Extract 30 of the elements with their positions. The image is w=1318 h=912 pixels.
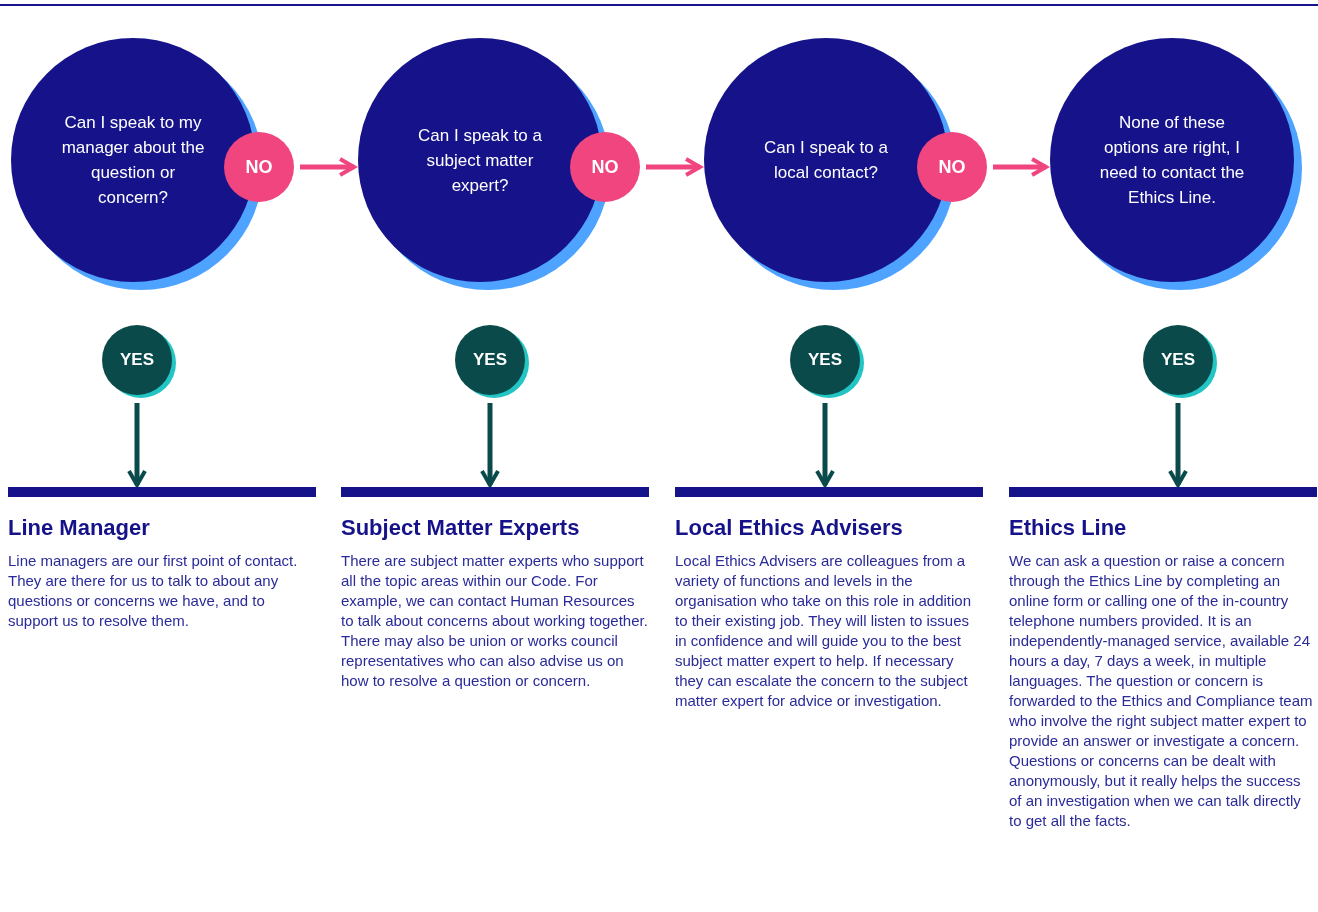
- badge-label: YES: [808, 350, 842, 370]
- info-column: [1009, 487, 1317, 831]
- column-heading: Line Manager: [8, 515, 151, 541]
- body-text: Local Ethics Advisers are colleagues from a variety of functions and levels in the organisation who take on this role in addition to their existing job. They will listen to issues in confidence and will guide you to the best subject matter expert to help. If necessary they can escalate the concern to the subject matter expert for advice or investigation.: [675, 551, 973, 711]
- question-text: Can I speak to a local contact?: [763, 137, 889, 184]
- badge-label: NO: [591, 156, 619, 178]
- arrow: [815, 403, 835, 487]
- badge-label: NO: [245, 156, 273, 178]
- question-text: None of these options are right, I need to contact the Ethics Line.: [1098, 112, 1246, 209]
- arrow: [300, 157, 357, 177]
- info-column: [675, 487, 983, 711]
- question-text: Can I speak to a subject matter expert?: [417, 124, 543, 197]
- badge-label: YES: [120, 350, 154, 370]
- badge-label: YES: [1161, 350, 1195, 370]
- badge-label: YES: [473, 350, 507, 370]
- question-text: Can I speak to my manager about the question or concern?: [60, 112, 206, 209]
- info-column: [341, 487, 649, 691]
- info-column: [8, 487, 316, 631]
- arrow: [1168, 403, 1188, 487]
- arrow: [127, 403, 147, 487]
- arrow: [993, 157, 1049, 177]
- badge-label: NO: [938, 156, 966, 178]
- arrow: [480, 403, 500, 487]
- column-heading: Ethics Line: [1009, 515, 1128, 541]
- column-heading: Subject Matter Experts: [341, 515, 581, 541]
- arrow: [646, 157, 703, 177]
- body-text: Line managers are our first point of contact. They are there for us to talk to about any questions or concerns we have, and to support us to resolve them.: [8, 551, 299, 631]
- column-heading: Local Ethics Advisers: [675, 515, 904, 541]
- body-text: We can ask a question or raise a concern through the Ethics Line by completing an online form or calling one of the in-country telephone numbers provided. It is an independently-managed service, available 24 hours a day, 7 days a week, in multiple languages. The question or concern is forwarded to the Ethics and Compliance team who involve the right subject matter expert to provide an answer or investigate a concern. Questions or concerns can be dealt with anonymously, but it really helps the success of an investigation when we can talk directly to get all the facts.: [1009, 551, 1314, 831]
- body-text: There are subject matter experts who support all the topic areas within our Code. For example, we can contact Human Resources to talk about concerns about working together. There may also be union or works council representatives who can also advise us on how to resolve a question or concern.: [341, 551, 649, 691]
